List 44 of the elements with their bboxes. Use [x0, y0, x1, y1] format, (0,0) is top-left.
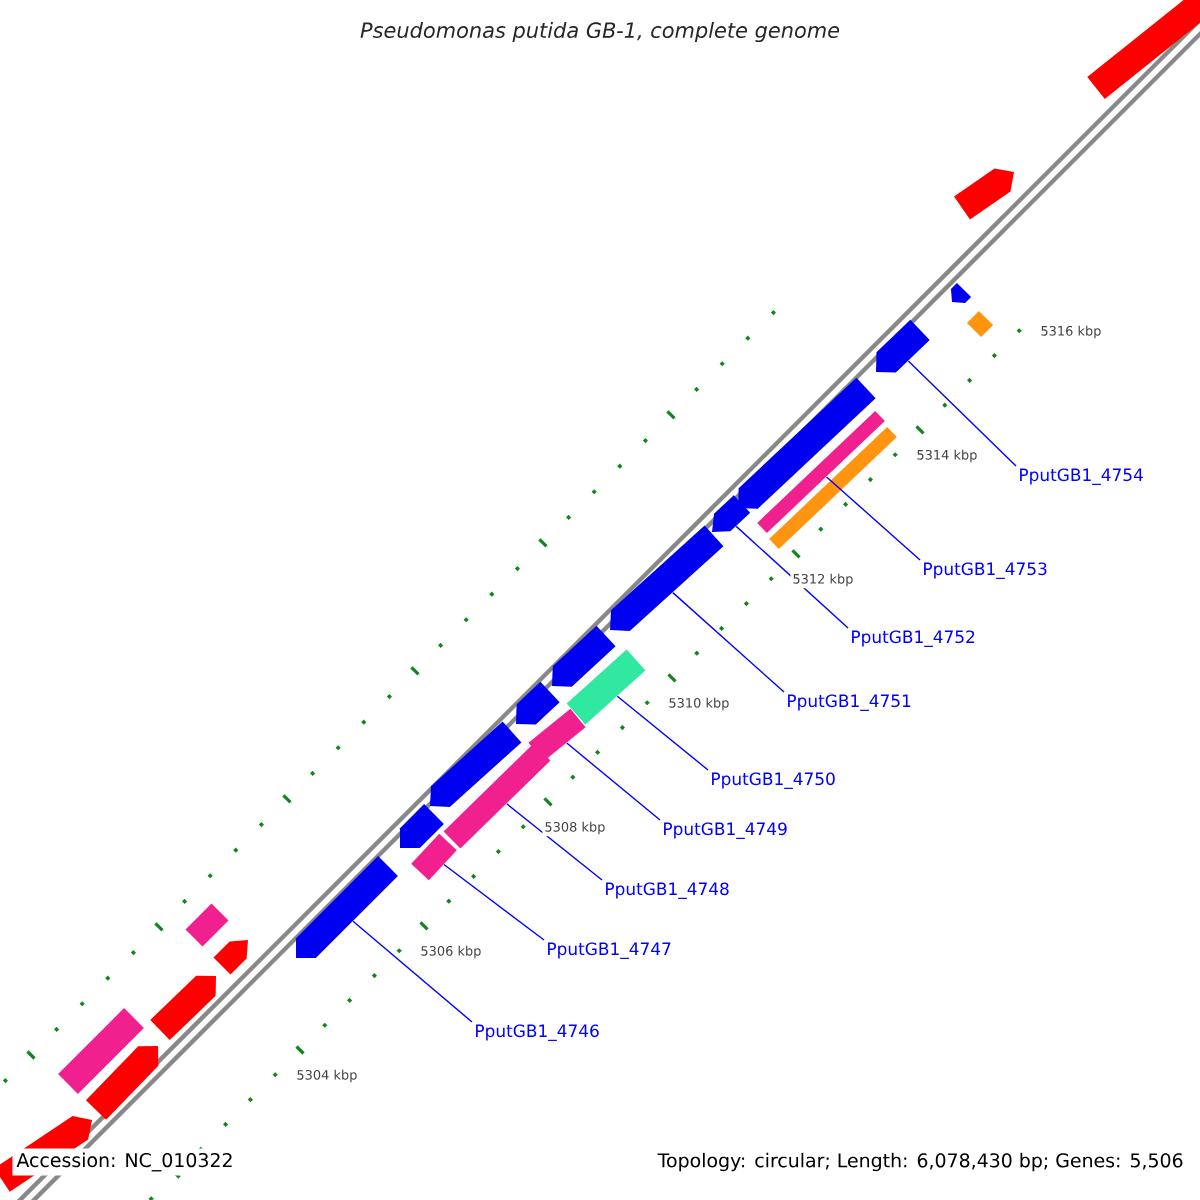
leader-line [907, 360, 1017, 467]
gene-label: PputGB1_4748 [606, 882, 729, 899]
leader-line [672, 591, 785, 693]
leader-line [735, 525, 849, 629]
gene-bar [411, 833, 457, 881]
gene-bar [954, 168, 1014, 220]
gene-label: PputGB1_4753 [924, 562, 1047, 579]
gene-bar [610, 525, 724, 631]
leader-line [825, 476, 921, 561]
gene-label: PputGB1_4747 [548, 942, 671, 959]
gene-bar [552, 625, 616, 687]
leader-line [506, 803, 603, 881]
gene-bar [769, 426, 897, 550]
gene-bar [950, 282, 972, 304]
gene-bar [185, 903, 229, 947]
title: Pseudomonas putida GB-1, complete genome [360, 21, 840, 43]
gene-bar [1087, 0, 1200, 99]
gene-label: PputGB1_4751 [788, 694, 911, 711]
gene-bar [213, 940, 248, 975]
gene-label: PputGB1_4754 [1020, 468, 1143, 485]
gene-bar [296, 856, 398, 958]
gene-bar [400, 804, 444, 848]
gene-bar [150, 975, 216, 1041]
gene-bar [738, 377, 876, 509]
gene-label: PputGB1_4749 [664, 822, 787, 839]
leader-line [443, 863, 545, 941]
gene-label: PputGB1_4750 [712, 772, 835, 789]
gene-bar [757, 410, 885, 534]
gene-bar [876, 319, 930, 373]
gene-label: PputGB1_4746 [476, 1024, 599, 1041]
gene-bar [430, 721, 522, 807]
leader-line [566, 742, 661, 821]
gene-label: PputGB1_4752 [852, 630, 975, 647]
gene-bar [58, 1008, 144, 1094]
genome-info: Topology: circular; Length: 6,078,430 bp; Genes: 5,506 [653, 1148, 1188, 1176]
gene-bar [85, 1046, 159, 1120]
gene-bar [966, 310, 994, 338]
gene-bar [516, 681, 560, 725]
accession-label: Accession: NC_010322 [12, 1148, 238, 1176]
gene-bar [566, 649, 646, 725]
leader-line [616, 695, 709, 771]
leader-line [352, 920, 473, 1023]
gene-bar [528, 708, 586, 762]
gene-bar [712, 495, 751, 532]
